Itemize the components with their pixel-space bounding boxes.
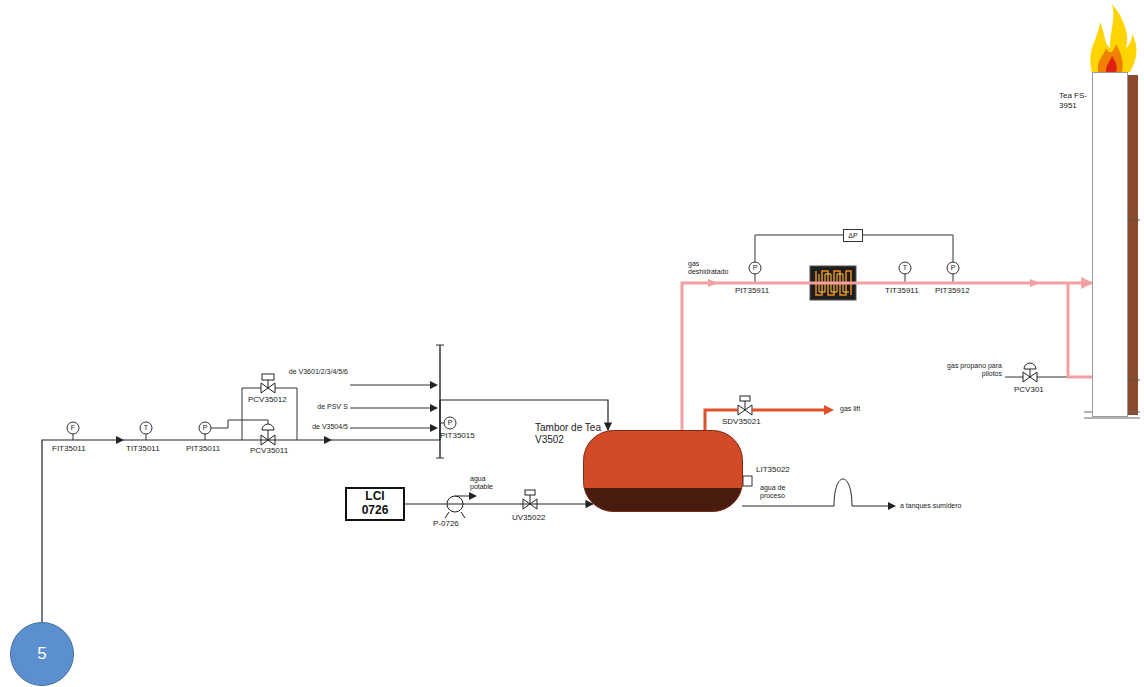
instrument-letter: P (199, 424, 211, 432)
line-label: agua de proceso (760, 484, 800, 499)
instrument-tag: LIT35022 (756, 466, 790, 475)
inlet-label: de V3601/2/3/4/5/6 (282, 368, 348, 376)
valve-tag: PCV35012 (248, 396, 287, 405)
instrument-letter: P (947, 264, 959, 272)
valve-tag: SDV35021 (722, 418, 761, 427)
flare-stack: Tea FS-3951 (1092, 72, 1128, 417)
drum-shape (583, 430, 743, 512)
valve-tag: PCV301 (1014, 386, 1044, 395)
instrument-tag: TIT35911 (885, 287, 919, 296)
node-label: Tea FS-3951 (1059, 91, 1092, 110)
instrument-tag: PIT35015 (440, 432, 475, 441)
instrument-tag: PIT35011 (186, 445, 220, 454)
instrument-letter: F (67, 424, 79, 432)
inlet-label: de V3504/5 (282, 423, 348, 431)
node-label: LCI 0726 (356, 490, 394, 518)
inlet-label: de PSV´S (282, 403, 348, 411)
line-label: agua potable (470, 475, 506, 490)
valve-tag: UV35022 (512, 514, 545, 523)
process-line (682, 283, 1092, 430)
line-label: gas deshidratado (688, 260, 738, 275)
instrument-letter: T (140, 424, 152, 432)
line-label: gas lift (840, 405, 860, 413)
pump-tag: P-0726 (433, 520, 459, 529)
node-label: Tambor de Tea V3502 (535, 422, 601, 446)
instrument-tag: FIT35011 (52, 445, 86, 454)
instrument-tag: PIT35911 (735, 287, 769, 296)
flare-drum: Tambor de Tea V3502 (583, 430, 743, 512)
dp-box: ΔP (843, 229, 863, 242)
line-label: gas propano para pilotos (940, 362, 1002, 377)
node-label: ΔP (848, 232, 857, 239)
instrument-tag: TIT35011 (126, 445, 160, 454)
process-line (405, 503, 593, 504)
node-label: 5 (37, 644, 46, 664)
callout-circle: 5 (10, 622, 74, 686)
line-label: a tanques sumidero (900, 502, 961, 510)
instrument-tag: PIT35912 (935, 287, 970, 296)
valve-tag: PCV35011 (250, 447, 288, 456)
instrument-letter: P (749, 264, 761, 272)
instrument-letter: P (444, 419, 456, 427)
controller-box: LCI 0726 (345, 487, 405, 521)
process-line (42, 400, 608, 622)
instrument-letter: T (899, 264, 911, 272)
